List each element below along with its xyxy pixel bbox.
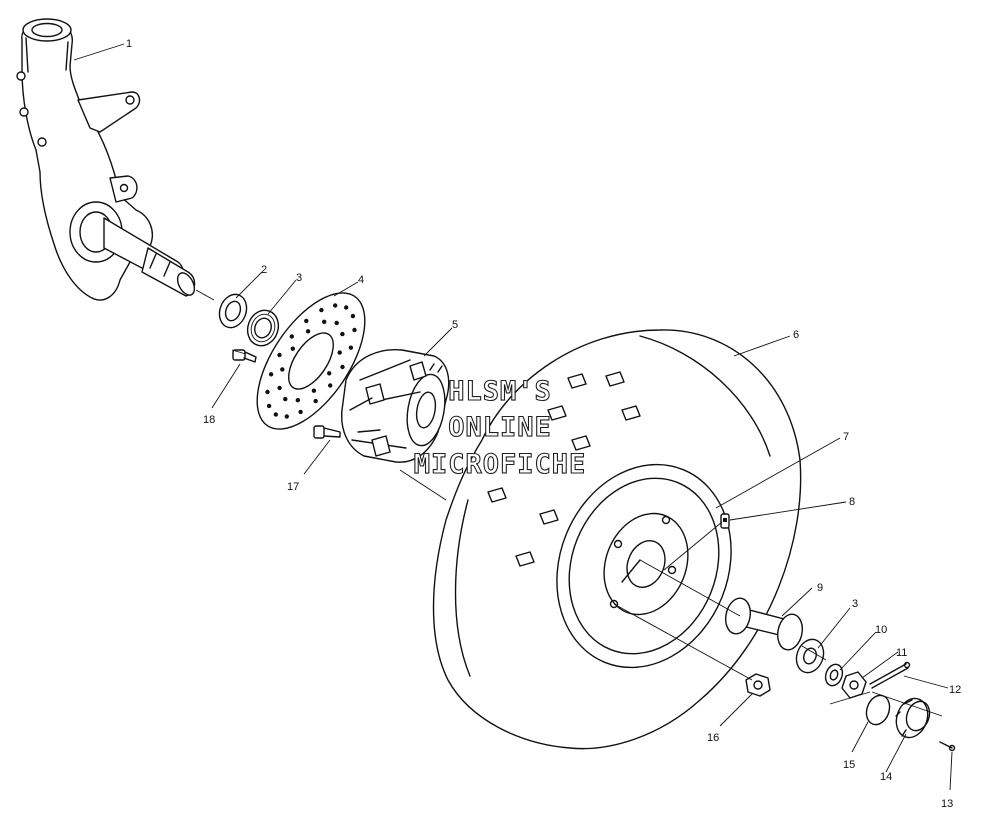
part-14-hub-cap (895, 697, 931, 739)
disc-hole (289, 334, 294, 339)
disc-hole (350, 313, 356, 319)
part-4-brake-disc (256, 292, 366, 430)
disc-hole (305, 329, 311, 334)
part-5-hub (341, 349, 450, 463)
callout-4: 4 (358, 274, 364, 286)
part-2-seal (218, 293, 248, 329)
part-3-bearing-outer (795, 638, 825, 674)
disc-hole (298, 409, 303, 415)
disc-hole (295, 398, 300, 403)
part-1-steering-knuckle (16, 18, 196, 301)
disc-hole (313, 398, 318, 404)
callout-10: 10 (875, 624, 887, 636)
callout-2: 2 (261, 264, 267, 276)
callout-8: 8 (849, 496, 855, 508)
disc-hole (268, 372, 274, 377)
callout-3b: 3 (852, 598, 858, 610)
tread-block (621, 405, 641, 421)
disc-hole (311, 388, 317, 393)
disc-hole (265, 389, 270, 395)
callout-13: 13 (941, 798, 953, 810)
callout-18: 18 (203, 414, 215, 426)
disc-hole (348, 345, 354, 350)
disc-hole (333, 303, 338, 308)
part-12-cotter-pin (869, 661, 911, 689)
callout-11: 11 (896, 647, 907, 659)
disc-hole (340, 364, 345, 370)
tread-block (571, 435, 591, 451)
part-13-screw (939, 741, 956, 752)
watermark-line-2: ONLINE (448, 412, 552, 443)
callout-9: 9 (817, 582, 823, 594)
disc-hole (328, 383, 333, 388)
callout-6: 6 (793, 329, 799, 341)
callout-5: 5 (452, 319, 458, 331)
disc-hole (283, 396, 288, 402)
tread-block (487, 487, 507, 503)
assembly-center-lines (195, 289, 943, 717)
disc-hole (277, 352, 282, 358)
part-17-bolt (313, 425, 341, 439)
disc-hole (344, 305, 349, 310)
disc-hole (337, 350, 342, 355)
disc-hole (334, 320, 339, 326)
tread-block (515, 551, 535, 567)
part-16-lug-nut (745, 673, 771, 697)
tread-block (547, 405, 567, 421)
tread-block (605, 371, 625, 387)
callout-14: 14 (880, 771, 892, 783)
disc-hole (284, 414, 289, 419)
tread-block (567, 373, 587, 389)
callout-17: 17 (287, 481, 299, 493)
callout-labels: 1 2 3 4 5 6 7 8 9 3 10 11 12 13 14 15 16… (126, 38, 961, 810)
part-10-washer (824, 663, 844, 687)
disc-hole (322, 319, 327, 324)
part-3-bearing-inner (246, 309, 280, 347)
callout-1: 1 (126, 38, 132, 50)
callout-7: 7 (843, 431, 849, 443)
callout-3: 3 (296, 272, 302, 284)
disc-hole (273, 412, 278, 417)
callout-leaders (73, 43, 953, 791)
disc-hole (319, 307, 324, 313)
disc-hole (327, 371, 332, 376)
callout-15: 15 (843, 759, 855, 771)
watermark-line-3: MICROFICHE (414, 449, 587, 480)
disc-hole (280, 367, 285, 372)
part-9-spacer (724, 597, 804, 651)
disc-hole (266, 403, 272, 409)
part-18-bolt (232, 349, 257, 363)
part-8-valve-stem (720, 513, 730, 529)
part-7-rim (556, 463, 732, 669)
watermark: HLSM'S ONLINE MICROFICHE (413, 375, 587, 480)
disc-hole (340, 331, 345, 337)
disc-hole (352, 327, 357, 333)
disc-hole (290, 346, 295, 351)
callout-12: 12 (949, 684, 961, 696)
tread-block (539, 509, 559, 525)
callout-16: 16 (707, 732, 719, 744)
disc-hole (304, 318, 309, 324)
watermark-line-1: HLSM'S (448, 376, 552, 407)
disc-hole (277, 385, 282, 391)
